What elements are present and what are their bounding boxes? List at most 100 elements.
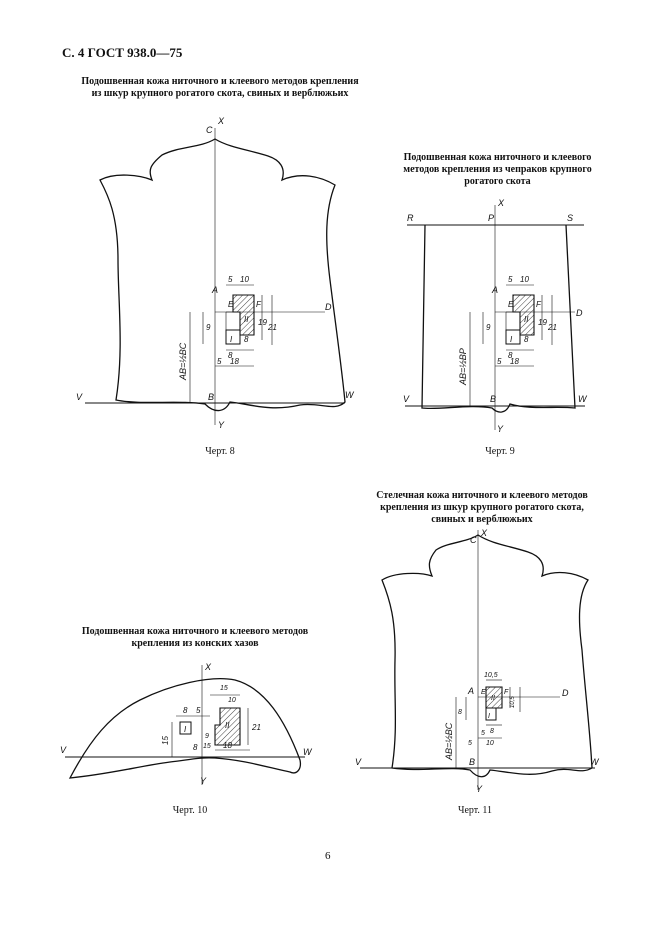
fig9-dim-10: 10 [520, 275, 529, 284]
fig10-dim-10: 10 [228, 697, 236, 704]
fig11-letter-y: Y [476, 784, 483, 794]
fig8-dim-8b: 8 [228, 351, 233, 360]
fig10-dim-9: 9 [205, 733, 209, 740]
fig8-letter-b: B [208, 392, 214, 402]
fig11-dim-10-5b: 10,5 [510, 696, 516, 708]
fig8-zone1-label: I [230, 335, 233, 344]
fig11-zone1-label: I [488, 713, 490, 720]
fig8-dim-18: 18 [230, 357, 239, 366]
fig10-dim-15c: 15 [161, 736, 170, 745]
fig9-label: Черт. 9 [485, 446, 515, 457]
fig11-letter-e: E [481, 689, 486, 696]
fig8-dim-9: 9 [206, 323, 211, 332]
fig10-letter-w: W [303, 747, 313, 757]
fig11-letter-b: B [469, 757, 475, 767]
fig9-dim-ab: AB=½BP [458, 348, 468, 386]
fig8-drawing: A E F D C X V B W Y I II 5 10 9 8 8 18 5… [76, 116, 355, 430]
fig10-hide-outline [68, 678, 302, 779]
fig11-zone-1 [485, 707, 497, 721]
fig11-dim-10-5: 10,5 [484, 672, 498, 679]
fig8-letter-y: Y [218, 420, 225, 430]
fig10-caption-line2: крепления из конских хазов [131, 638, 259, 649]
fig11-dim-ab: AB=½BC [444, 722, 454, 761]
fig8-dim-21: 21 [267, 323, 277, 332]
fig9-caption: Подошвенная кожа ниточного и клеевого ме… [385, 152, 610, 188]
fig10-letter-y: Y [200, 776, 207, 786]
fig9-letter-f: F [536, 300, 542, 309]
fig10-zone-2 [214, 707, 241, 746]
fig10-dim-15b: 15 [203, 743, 211, 750]
fig8-dim-5: 5 [228, 275, 233, 284]
fig11-caption-line3: свиных и верблюжьих [431, 514, 533, 525]
fig8-letter-f: F [256, 300, 262, 309]
fig9-caption-line2: методов крепления из чепраков крупного [403, 164, 592, 175]
fig8-dim-19: 19 [258, 318, 267, 327]
fig11-dim-8: 8 [458, 709, 462, 716]
fig9-dim-5: 5 [508, 275, 513, 284]
fig9-zone1-label: I [510, 335, 513, 344]
fig8-letter-w: W [345, 390, 355, 400]
fig8-zone-1 [225, 329, 241, 345]
fig11-hide-outline [381, 534, 593, 778]
fig8-dim-5b: 5 [217, 357, 222, 366]
fig8-caption-line1: Подошвенная кожа ниточного и клеевого ме… [81, 76, 359, 87]
fig10-dim-15a: 15 [220, 685, 228, 692]
page-header: С. 4 ГОСТ 938.0—75 [62, 45, 183, 60]
fig11-dim-8b: 8 [490, 728, 494, 735]
fig8-caption-line2: из шкур крупного рогатого скота, свиных … [91, 88, 349, 99]
fig10-label: Черт. 10 [172, 805, 208, 816]
fig10-dim-5: 5 [196, 706, 201, 715]
fig9-letter-y: Y [497, 424, 504, 434]
fig9-letter-x: X [497, 198, 505, 208]
fig11-letter-x: X [480, 528, 488, 538]
fig9-letter-s: S [567, 213, 573, 223]
fig9-dim-9: 9 [486, 323, 491, 332]
fig10-drawing: X V W Y I II 15 10 8 5 9 21 15 18 8 15 [60, 662, 313, 786]
fig8-letter-x: X [217, 116, 225, 126]
fig9-dim-21: 21 [547, 323, 557, 332]
fig10-dim-18: 18 [223, 741, 232, 750]
fig10-dim-8b: 8 [193, 743, 198, 752]
fig11-letter-d: D [562, 688, 569, 698]
fig11-label: Черт. 11 [457, 805, 493, 816]
fig11-letter-a: A [467, 686, 474, 696]
fig9-letter-w: W [578, 394, 588, 404]
fig9-dim-8b: 8 [508, 351, 513, 360]
fig10-zone1-label: I [184, 725, 187, 734]
fig11-dim-10: 10 [486, 740, 494, 747]
fig9-caption-line1: Подошвенная кожа ниточного и клеевого [403, 152, 592, 163]
fig10-caption-line1: Подошвенная кожа ниточного и клеевого ме… [81, 626, 309, 637]
fig11-letter-w: W [590, 757, 600, 767]
fig10-letter-v: V [60, 745, 67, 755]
fig11-letter-f: F [504, 689, 509, 696]
fig11-letter-v: V [355, 757, 362, 767]
fig9-letter-r: R [407, 213, 414, 223]
fig11-drawing: C X A E F D V B W Y I II 10,5 8 5 8 10 5… [355, 528, 600, 794]
fig8-hide-outline [99, 138, 346, 412]
fig9-zone-1 [505, 329, 521, 345]
fig10-letter-x: X [204, 662, 212, 672]
fig9-letter-a: A [491, 285, 498, 295]
fig10-dim-8a: 8 [183, 706, 188, 715]
fig8-letter-a: A [211, 285, 218, 295]
fig9-drawing: R P S X A E F D V B W Y I II 5 10 9 8 8 … [403, 198, 588, 434]
page-number: 6 [325, 850, 331, 862]
fig11-dim-5: 5 [481, 730, 485, 737]
fig9-zone2-label: II [524, 315, 529, 324]
fig9-letter-v: V [403, 394, 410, 404]
fig9-dim-8a: 8 [524, 335, 529, 344]
fig10-zone2-label: II [225, 721, 230, 730]
fig9-dim-18: 18 [510, 357, 519, 366]
fig10-caption: Подошвенная кожа ниточного и клеевого ме… [60, 626, 330, 650]
fig9-letter-b: B [490, 394, 496, 404]
fig8-label: Черт. 8 [205, 446, 235, 457]
fig10-dim-21: 21 [251, 723, 261, 732]
fig9-letter-p: P [488, 213, 494, 223]
fig8-letter-c: C [206, 125, 213, 135]
fig11-letter-c: C [470, 535, 477, 545]
fig11-caption-line2: крепления из шкур крупного рогатого скот… [380, 502, 584, 513]
fig11-caption-line1: Стелечная кожа ниточного и клеевого мето… [376, 490, 588, 501]
fig8-dim-10: 10 [240, 275, 249, 284]
fig11-zone-2 [485, 686, 503, 709]
